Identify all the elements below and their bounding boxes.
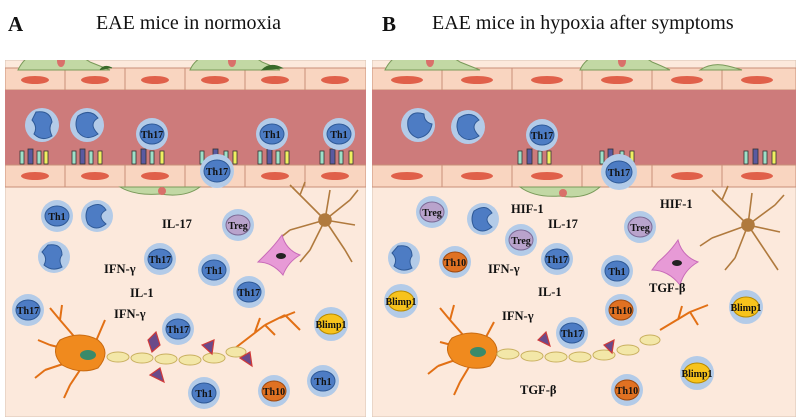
- panel-b-tissue-th1: Th1: [601, 255, 633, 287]
- svg-text:Treg: Treg: [511, 236, 531, 247]
- panel-b-tissue-blimp1: Blimp1: [729, 290, 763, 324]
- svg-text:Th10: Th10: [616, 386, 638, 397]
- svg-text:Treg: Treg: [630, 223, 650, 234]
- panel-b-vessel-th17: Th17: [526, 119, 558, 151]
- panel-a-tissue-treg: Treg: [222, 209, 254, 241]
- panel-b-label: B: [382, 12, 397, 36]
- panel-b-cytokine-tgfb: TGF-β: [649, 281, 686, 295]
- panel-b-tissue-treg: Treg: [505, 224, 537, 256]
- svg-text:Th10: Th10: [444, 258, 466, 269]
- svg-text:Blimp1: Blimp1: [385, 297, 416, 308]
- panel-a-title: EAE mice in normoxia: [96, 12, 281, 34]
- svg-text:Th10: Th10: [610, 306, 632, 317]
- svg-text:Th1: Th1: [195, 389, 212, 400]
- panel-b-migrating-th17: Th17: [601, 154, 637, 190]
- panel-a-vessel-lumen: [5, 90, 366, 165]
- panel-a-cytokine-il1: IL-1: [130, 286, 154, 300]
- panel-b-cytokine-tgfb: TGF-β: [520, 383, 557, 397]
- panel-a-tissue-th1: Th1: [198, 254, 230, 286]
- panel-b-title: EAE mice in hypoxia after symptoms: [432, 12, 734, 34]
- panel-a-bottom-endothelium: [5, 164, 366, 196]
- panel-a: Th17 Th1 Th1 Th17: [5, 60, 366, 417]
- panel-a-vessel-th1: Th1: [256, 118, 288, 150]
- svg-text:Th1: Th1: [205, 266, 222, 277]
- svg-text:Blimp1: Blimp1: [730, 303, 761, 314]
- panel-b-vessel-lumen: [372, 90, 796, 165]
- svg-text:Th17: Th17: [17, 306, 39, 317]
- svg-text:Th1: Th1: [330, 130, 347, 141]
- svg-text:Treg: Treg: [422, 208, 442, 219]
- panel-b-vessel-monocyte: [401, 108, 435, 142]
- svg-text:Th1: Th1: [48, 212, 65, 223]
- panel-b-tissue-th17: Th17: [556, 317, 588, 349]
- svg-text:Blimp1: Blimp1: [315, 320, 346, 331]
- panel-a-neuron: [34, 304, 301, 399]
- panel-a-cytokine-ifng: IFN-γ: [114, 307, 146, 321]
- panel-b-cytokine-hif1: HIF-1: [660, 197, 693, 211]
- panel-a-vessel-monocyte: [25, 108, 59, 142]
- panel-b-cytokine-il17: IL-17: [548, 217, 578, 231]
- svg-text:Th17: Th17: [608, 168, 630, 179]
- panel-a-tissue-monocyte: [81, 200, 113, 232]
- panel-b-tissue-th17: Th17: [541, 243, 573, 275]
- svg-text:Th1: Th1: [608, 267, 625, 278]
- panel-b-tissue-th10: Th10: [611, 374, 643, 406]
- panel-b: Th17 Th17: [372, 60, 796, 417]
- panel-b-cytokine-ifng: IFN-γ: [502, 309, 534, 323]
- panel-b-tissue-monocyte: [388, 242, 420, 274]
- panel-a-cytokine-ifng: IFN-γ: [104, 262, 136, 276]
- svg-text:Th17: Th17: [561, 329, 583, 340]
- panel-b-neuron: [427, 304, 709, 396]
- panel-a-tissue-th1: Th1: [307, 365, 339, 397]
- panel-b-tissue-th10: Th10: [605, 294, 637, 326]
- panel-b-microglia: [651, 238, 700, 287]
- panel-a-cytokine-il17: IL-17: [162, 217, 192, 231]
- panel-a-tissue-th17: Th17: [162, 313, 194, 345]
- svg-text:Th17: Th17: [149, 255, 171, 266]
- panel-a-top-endothelium: [5, 67, 366, 91]
- svg-text:Th17: Th17: [141, 130, 163, 141]
- panel-b-cytokine-ifng: IFN-γ: [488, 262, 520, 276]
- panel-b-vessel-monocyte: [451, 110, 485, 144]
- panel-b-tissue-blimp1: Blimp1: [680, 356, 714, 390]
- panel-b-bottom-endothelium: [372, 164, 796, 198]
- panel-a-tissue-blimp1: Blimp1: [314, 307, 348, 341]
- panel-b-tissue-monocyte: [467, 203, 499, 235]
- panel-a-vessel-th1: Th1: [323, 118, 355, 150]
- panel-a-tissue-th17: Th17: [233, 276, 265, 308]
- svg-text:Treg: Treg: [228, 221, 248, 232]
- panel-b-pericytes-top: [384, 60, 743, 71]
- panel-b-tissue-treg: Treg: [416, 196, 448, 228]
- panel-a-vessel-monocyte: [70, 108, 104, 142]
- panel-b-cytokine-il1: IL-1: [538, 285, 562, 299]
- panel-a-microglia: [256, 233, 302, 276]
- panel-a-tissue-th10: Th10: [258, 375, 290, 407]
- svg-text:Blimp1: Blimp1: [681, 369, 712, 380]
- panel-a-astrocyte: [279, 181, 359, 263]
- svg-text:Th17: Th17: [531, 131, 553, 142]
- svg-text:Th17: Th17: [238, 288, 260, 299]
- svg-text:Th17: Th17: [206, 167, 228, 178]
- panel-b-tissue-th10: Th10: [439, 246, 471, 278]
- svg-text:Th10: Th10: [263, 387, 285, 398]
- panel-b-tissue-treg: Treg: [624, 211, 656, 243]
- panel-b-cytokine-hif1: HIF-1: [511, 202, 544, 216]
- panel-a-vessel-th17: Th17: [136, 118, 168, 150]
- panel-a-tissue-monocyte: [38, 241, 70, 273]
- panel-a-label: A: [8, 12, 24, 36]
- panel-a-tissue-th1: Th1: [41, 200, 73, 232]
- panel-a-tissue-th17: Th17: [144, 243, 176, 275]
- svg-text:Th17: Th17: [546, 255, 568, 266]
- panel-b-top-endothelium: [372, 67, 796, 91]
- panel-a-tissue-th1: Th1: [188, 377, 220, 409]
- panel-b-tissue-blimp1: Blimp1: [384, 284, 418, 318]
- svg-text:Th17: Th17: [167, 325, 189, 336]
- svg-text:Th1: Th1: [314, 377, 331, 388]
- svg-text:Th1: Th1: [263, 130, 280, 141]
- panel-b-astrocyte: [699, 185, 785, 271]
- panel-a-tissue-th17: Th17: [12, 294, 44, 326]
- panel-a-pericytes-top: [17, 60, 284, 71]
- panel-a-migrating-th17: Th17: [200, 154, 234, 188]
